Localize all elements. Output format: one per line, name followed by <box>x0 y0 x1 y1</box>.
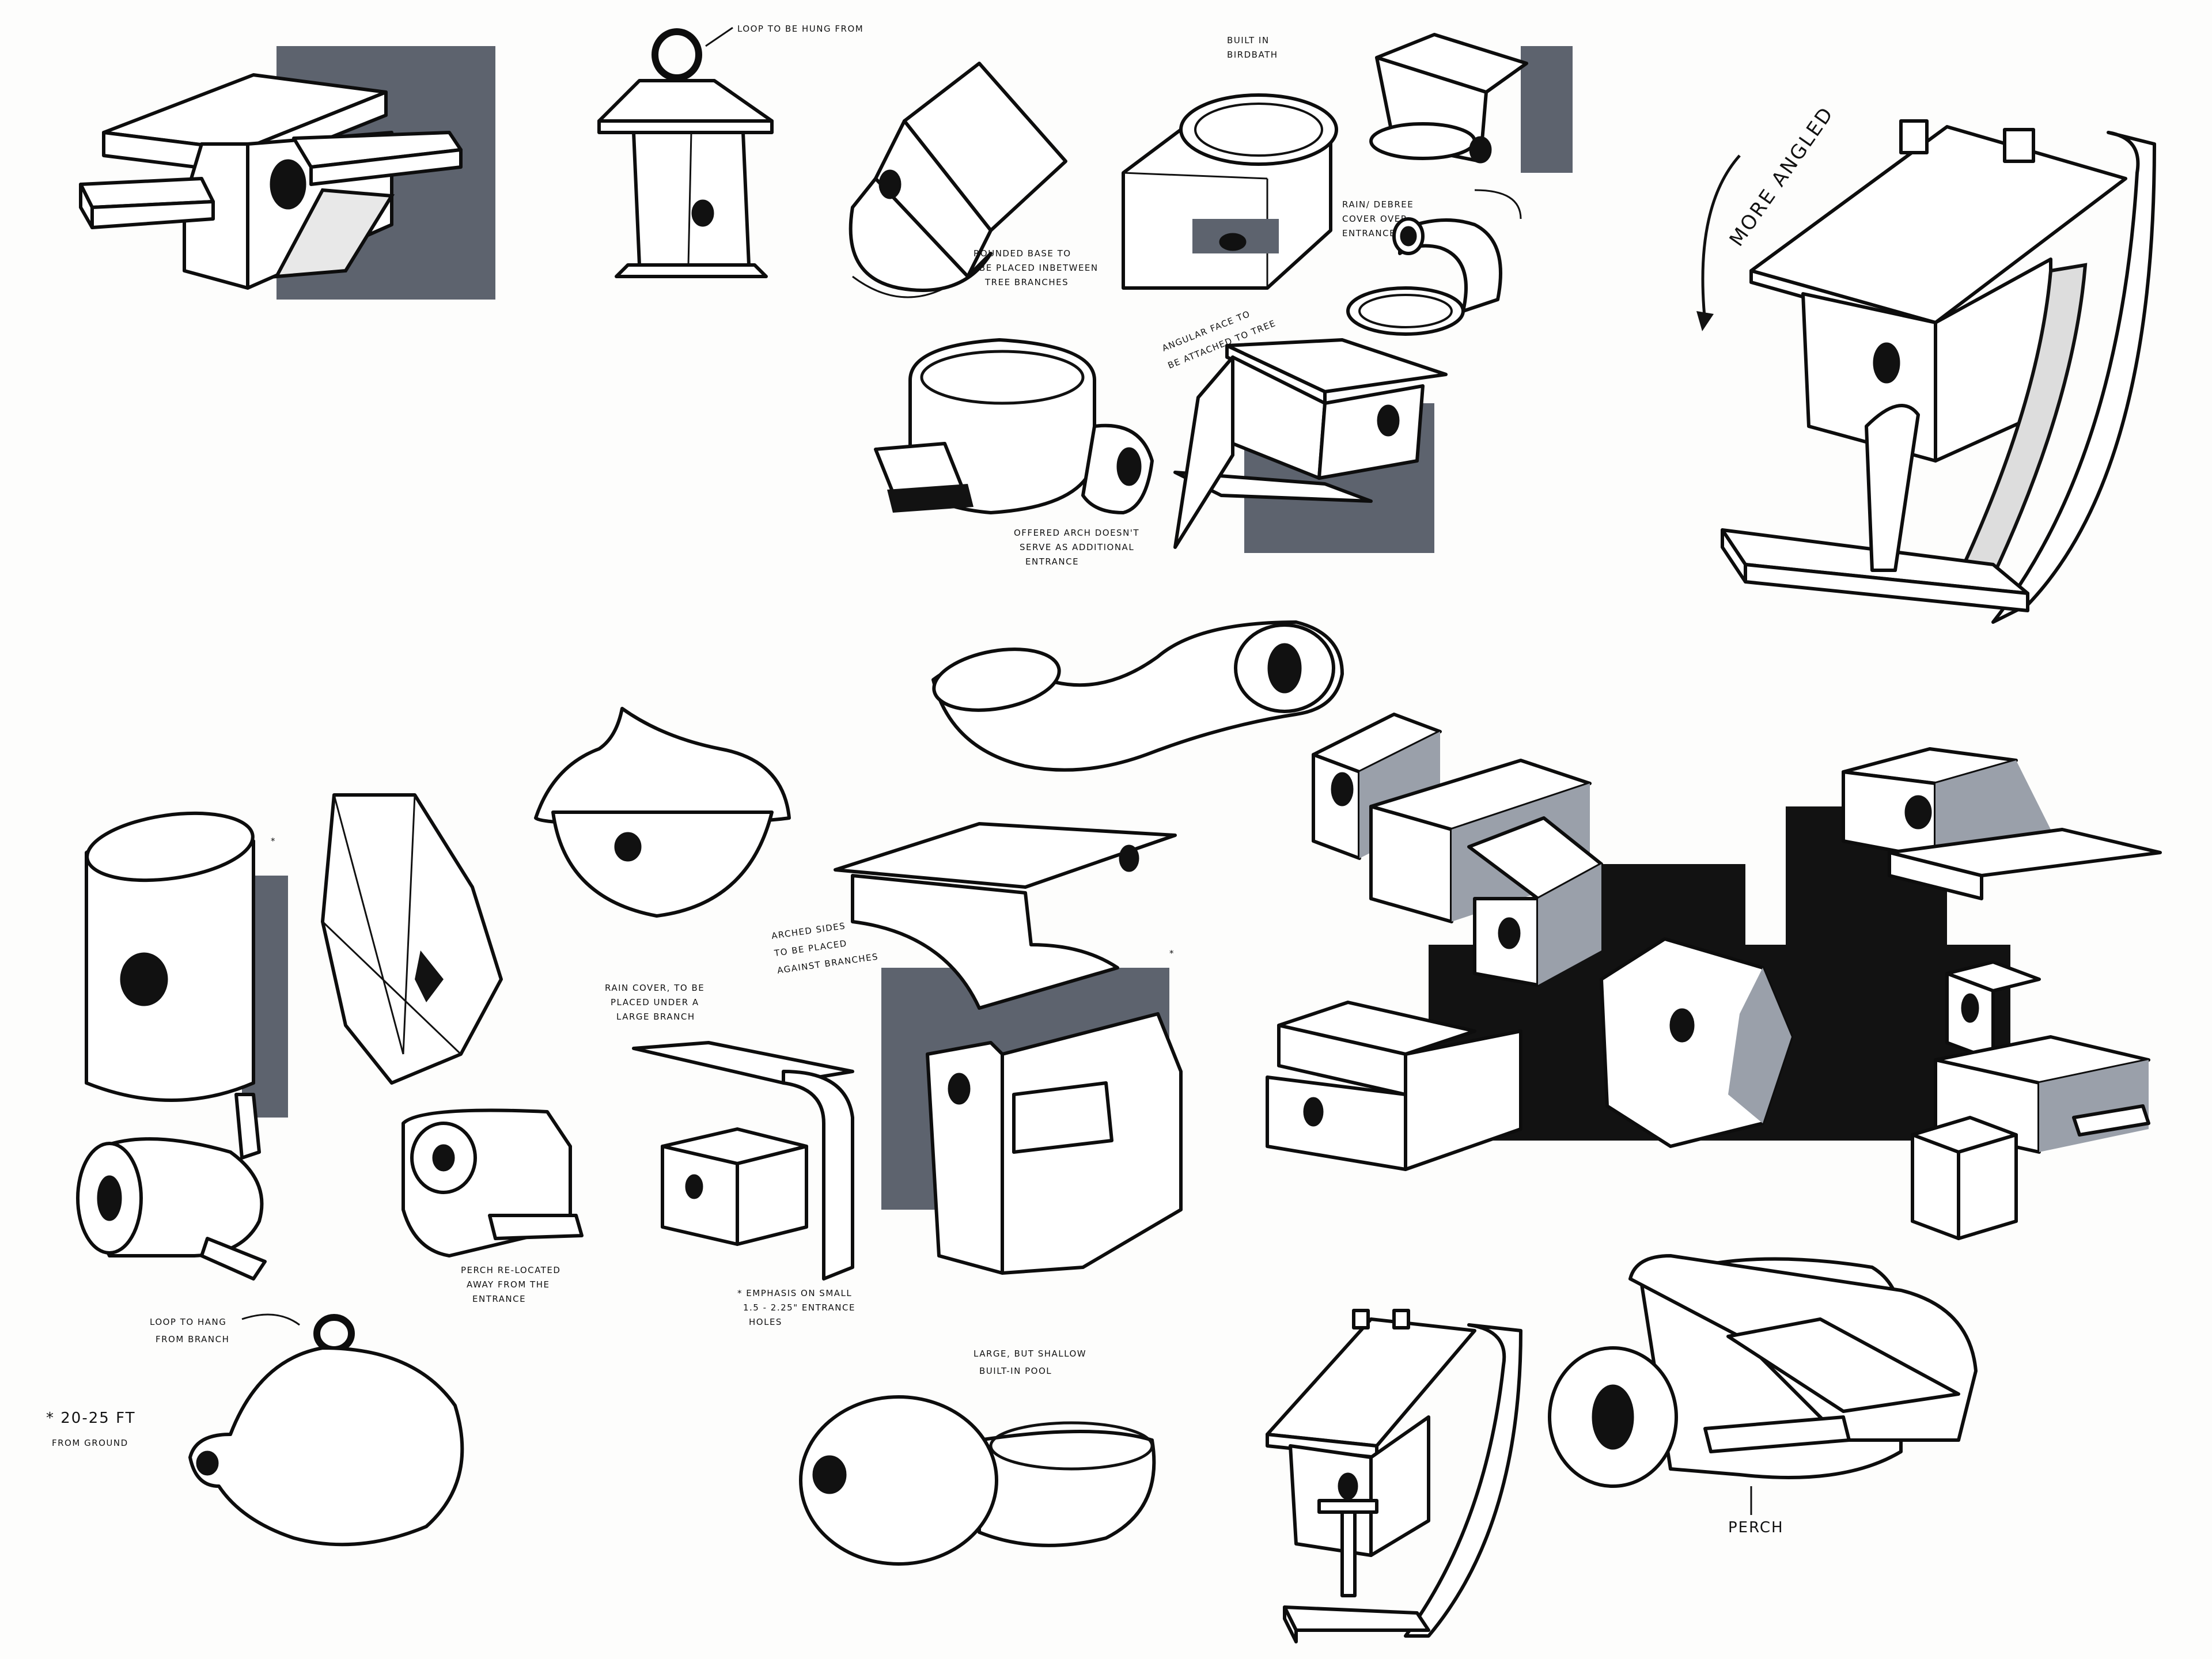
note-arch-3: entrance <box>1025 556 1079 567</box>
sketch-arched-stepped-birdhouse: Arched sides to be placed against branch… <box>737 822 1183 1327</box>
note-rain-2: cover over <box>1342 214 1408 224</box>
note-raincover-3: large branch <box>616 1012 695 1022</box>
sketch-small-angled-birdhouse <box>1266 1309 1522 1643</box>
note-star-arched: * <box>1169 948 1175 959</box>
note-rounded-1: Rounded base to <box>974 248 1071 259</box>
note-rounded-2: be placed inbetween <box>979 263 1099 273</box>
note-perch-2: away from the <box>467 1279 550 1290</box>
note-perch-3: entrance <box>472 1294 526 1304</box>
sketch-log-channel-birdhouse: Perch <box>1548 1254 1978 1536</box>
note-pool-1: Large, but shallow <box>974 1349 1086 1359</box>
note-loop-hang: Loop to be hung from <box>737 24 863 34</box>
note-birdbath-1: Built in <box>1227 35 1270 46</box>
note-arch-2: serve as additional <box>1020 542 1134 552</box>
sketch-faceted-birdhouse <box>321 793 503 1085</box>
sketch-flat-roof-birdhouse <box>79 46 495 300</box>
sketch-angled-arched-birdhouse: More angled <box>1696 102 2156 624</box>
sketch-birdbath-birdhouse: Built in Birdbath <box>1122 35 1338 290</box>
sketch-dish-birdhouse: Rain/ debree cover over entrance <box>1342 33 1573 238</box>
sketch-angular-face-birdhouse: Angular face to be attached to tree <box>1161 309 1448 553</box>
note-arched-1: Arched sides <box>771 921 846 941</box>
note-birdbath-2: Birdbath <box>1227 50 1278 60</box>
note-emph-2: 1.5 - 2.25" entrance <box>743 1302 855 1313</box>
sketch-rain-cover-birdhouse: Rain cover, to be placed under a large b… <box>605 983 854 1281</box>
note-loopbranch-1: Loop to hang <box>150 1317 226 1327</box>
sketch-cylinder-birdhouse: * <box>85 811 288 1118</box>
note-pool-2: built-in pool <box>979 1366 1052 1376</box>
note-emph-3: holes <box>749 1317 782 1327</box>
note-star-cylinder: * <box>271 836 276 846</box>
sketch-gourd-birdhouse: Loop to hang from branch * 20-25 ft from… <box>46 1313 464 1547</box>
note-rain-1: Rain/ debree <box>1342 199 1414 210</box>
sketch-lantern-birdhouse: Loop to be hung from <box>597 24 863 278</box>
sketch-rounded-base-birdhouse: Rounded base to be placed inbetween tree… <box>849 62 1099 298</box>
note-arch-1: Offered arch doesn't <box>1014 528 1139 538</box>
sketch-pipe-birdhouse <box>931 620 1344 772</box>
sketch-log-birdhouse <box>76 1093 267 1281</box>
note-raincover-2: placed under a <box>611 997 699 1007</box>
note-raincover-1: Rain cover, to be <box>605 983 704 993</box>
note-perch-label: Perch <box>1728 1519 1784 1536</box>
sketch-pipe-dish <box>1346 189 1522 336</box>
note-emph-1: * Emphasis on small <box>737 1288 852 1298</box>
note-rain-3: entrance <box>1342 228 1396 238</box>
note-rounded-3: tree branches <box>984 277 1069 287</box>
note-perch-1: Perch re-located <box>461 1265 560 1275</box>
note-height-1: * 20-25 ft <box>46 1410 135 1427</box>
note-loopbranch-2: from branch <box>156 1334 229 1344</box>
sketch-perch-relocated-birdhouse: Perch re-located away from the entrance <box>402 1108 584 1304</box>
sketch-bowl-arch-birdhouse: Offered arch doesn't serve as additional… <box>874 338 1154 567</box>
note-height-2: from ground <box>52 1438 128 1448</box>
sketch-modular-cluster <box>1266 713 2162 1240</box>
sketch-hat-birdhouse <box>534 707 791 918</box>
sketch-pool-birdhouse: Large, but shallow built-in pool <box>799 1349 1156 1566</box>
note-arched-2: to be placed <box>773 938 848 959</box>
